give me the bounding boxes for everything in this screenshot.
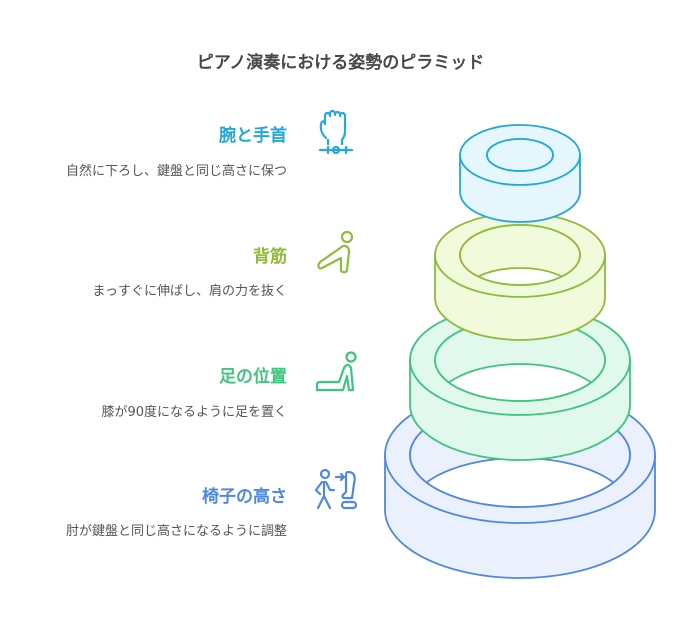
person-to-chair-icon (314, 468, 358, 510)
ring-hole-floor (435, 363, 605, 401)
ring-arm-wrist (459, 124, 581, 223)
level-label-arm-wrist: 腕と手首 (219, 126, 287, 146)
ring-hole-edge (486, 138, 554, 172)
stretching-person-icon (317, 230, 354, 274)
level-desc-arm-wrist: 自然に下ろし、鍵盤と同じ高さに保つ (65, 164, 287, 179)
ring-inner-wall (487, 139, 553, 171)
hand-wrist-icon (318, 109, 354, 154)
ring-feet (409, 304, 631, 461)
diagram-title: ピアノ演奏における姿勢のピラミッド (196, 53, 485, 73)
ring-hole-edge (459, 224, 581, 286)
level-desc-chair: 肘が鍵盤と同じ高さになるように調整 (65, 524, 287, 539)
level-label-chair: 椅子の高さ (202, 487, 287, 507)
level-desc-feet: 膝が90度になるように足を置く (101, 405, 287, 420)
leg-position-icon (315, 351, 357, 392)
level-label-back: 背筋 (253, 247, 287, 267)
ring-back (434, 212, 606, 341)
level-label-feet: 足の位置 (219, 367, 287, 387)
level-desc-back: まっすぐに伸ばし、肩の力を抜く (92, 284, 287, 299)
ring-inner-wall (460, 225, 580, 285)
